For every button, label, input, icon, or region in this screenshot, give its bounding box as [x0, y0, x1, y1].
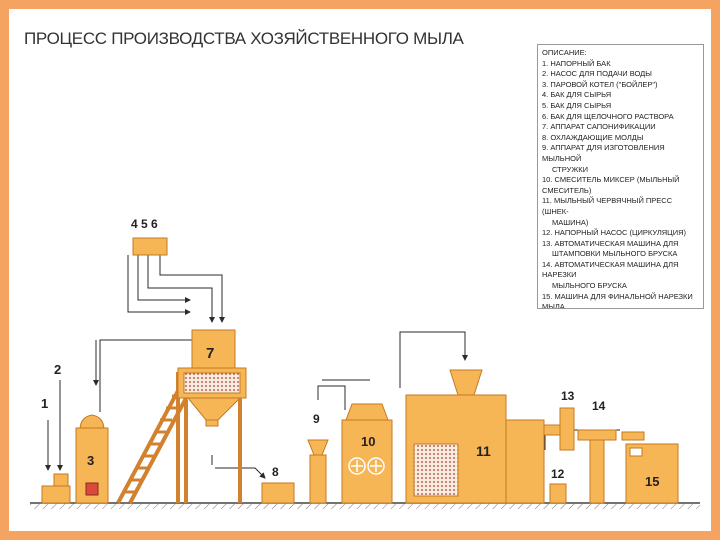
legend-item-text: 15. МАШИНА ДЛЯ ФИНАЛЬНОЙ НАРЕЗКИ МЫЛА: [542, 291, 693, 309]
cooling-molds: [261, 482, 295, 504]
circulation-pump: [549, 483, 567, 504]
screw-press: [405, 369, 563, 504]
legend-item: 12. НАПОРНЫЙ НАСОС (ЦИРКУЛЯЦИЯ): [542, 228, 700, 239]
legend-item-text: 4. БАК ДЛЯ СЫРЬЯ: [542, 90, 612, 100]
legend-item-continuation: СТРУЖКИ: [552, 164, 589, 174]
pressure-tank: [41, 485, 71, 504]
legend-item-text: 5. БАК ДЛЯ СЫРЬЯ: [542, 100, 612, 110]
legend-item: 8. ОХЛАЖДАЮЩИЕ МОЛДЫ: [542, 133, 700, 144]
chips-apparatus: [307, 439, 329, 504]
pipelines: [45, 255, 620, 479]
soap-mixer: [341, 403, 393, 504]
legend-item-text: 13. АВТОМАТИЧЕСКАЯ МАШИНА ДЛЯ: [542, 238, 679, 248]
steam-boiler: [75, 414, 109, 504]
label-8: 8: [272, 465, 279, 479]
legend-item-text: 6. БАК ДЛЯ ЩЕЛОЧНОГО РАСТВОРА: [542, 111, 674, 121]
label-13: 13: [561, 389, 575, 403]
legend-item-text: 11. МЫЛЬНЫЙ ЧЕРВЯЧНЫЙ ПРЕСС (ШНЕК-: [542, 196, 673, 216]
label-9: 9: [313, 412, 320, 426]
label-1: 1: [41, 396, 48, 411]
legend-item: 15. МАШИНА ДЛЯ ФИНАЛЬНОЙ НАРЕЗКИ МЫЛА: [542, 291, 700, 309]
legend-item: 5. БАК ДЛЯ СЫРЬЯ: [542, 101, 700, 112]
label-12: 12: [551, 467, 565, 481]
legend-item-text: 3. ПАРОВОЙ КОТЕЛ ("БОЙЛЕР"): [542, 79, 658, 89]
legend-item-text: 12. НАПОРНЫЙ НАСОС (ЦИРКУЛЯЦИЯ): [542, 228, 687, 238]
stamping-machine: [559, 407, 575, 451]
raw-material-tanks: [132, 237, 168, 256]
legend-item-continuation: МЫЛЬНОГО БРУСКА: [552, 281, 627, 291]
page-title: ПРОЦЕСС ПРОИЗВОДСТВА ХОЗЯЙСТВЕННОГО МЫЛА: [24, 29, 464, 48]
cutting-machine: [577, 429, 617, 504]
saponification-apparatus: [177, 329, 247, 503]
label-7: 7: [206, 345, 214, 362]
legend-item: 7. АППАРАТ САПОНИФИКАЦИИ: [542, 122, 700, 133]
label-11: 11: [476, 443, 491, 459]
label-2: 2: [54, 362, 61, 377]
legend-heading: ОПИСАНИЕ:: [542, 48, 587, 57]
legend-item-text: 10. СМЕСИТЕЛЬ МИКСЕР (МЫЛЬНЫЙ СМЕСИТЕЛЬ): [542, 175, 680, 195]
label-14: 14: [592, 399, 606, 413]
legend-item: 6. БАК ДЛЯ ЩЕЛОЧНОГО РАСТВОРА: [542, 112, 700, 123]
legend-item: 4. БАК ДЛЯ СЫРЬЯ: [542, 90, 700, 101]
legend-item-continuation: МАШИНА): [552, 217, 589, 227]
ground-line: [30, 502, 700, 509]
legend-item-text: 2. НАСОС ДЛЯ ПОДАЧИ ВОДЫ: [542, 69, 652, 79]
feed-pump: [53, 473, 69, 487]
legend-item: 11. МЫЛЬНЫЙ ЧЕРВЯЧНЫЙ ПРЕСС (ШНЕК-МАШИНА…: [542, 196, 700, 228]
legend-item: 2. НАСОС ДЛЯ ПОДАЧИ ВОДЫ: [542, 69, 700, 80]
final-cutting-machine: [621, 431, 679, 504]
legend-item-continuation: ШТАМПОВКИ МЫЛЬНОГО БРУСКА: [552, 249, 678, 259]
legend-item: 3. ПАРОВОЙ КОТЕЛ ("БОЙЛЕР"): [542, 80, 700, 91]
legend-item-text: 9. АППАРАТ ДЛЯ ИЗГОТОВЛЕНИЯ МЫЛЬНОЙ: [542, 143, 665, 163]
legend-item: 10. СМЕСИТЕЛЬ МИКСЕР (МЫЛЬНЫЙ СМЕСИТЕЛЬ): [542, 175, 700, 196]
legend-item-text: 1. НАПОРНЫЙ БАК: [542, 58, 611, 68]
legend-item-text: 7. АППАРАТ САПОНИФИКАЦИИ: [542, 122, 656, 132]
label-456: 4 5 6: [131, 217, 158, 231]
legend-item: 1. НАПОРНЫЙ БАК: [542, 59, 700, 70]
legend-item-text: 8. ОХЛАЖДАЮЩИЕ МОЛДЫ: [542, 132, 644, 142]
legend-item-text: 14. АВТОМАТИЧЕСКАЯ МАШИНА ДЛЯ НАРЕЗКИ: [542, 259, 679, 280]
label-15: 15: [645, 474, 659, 489]
label-10: 10: [361, 434, 375, 449]
label-3: 3: [87, 453, 94, 468]
